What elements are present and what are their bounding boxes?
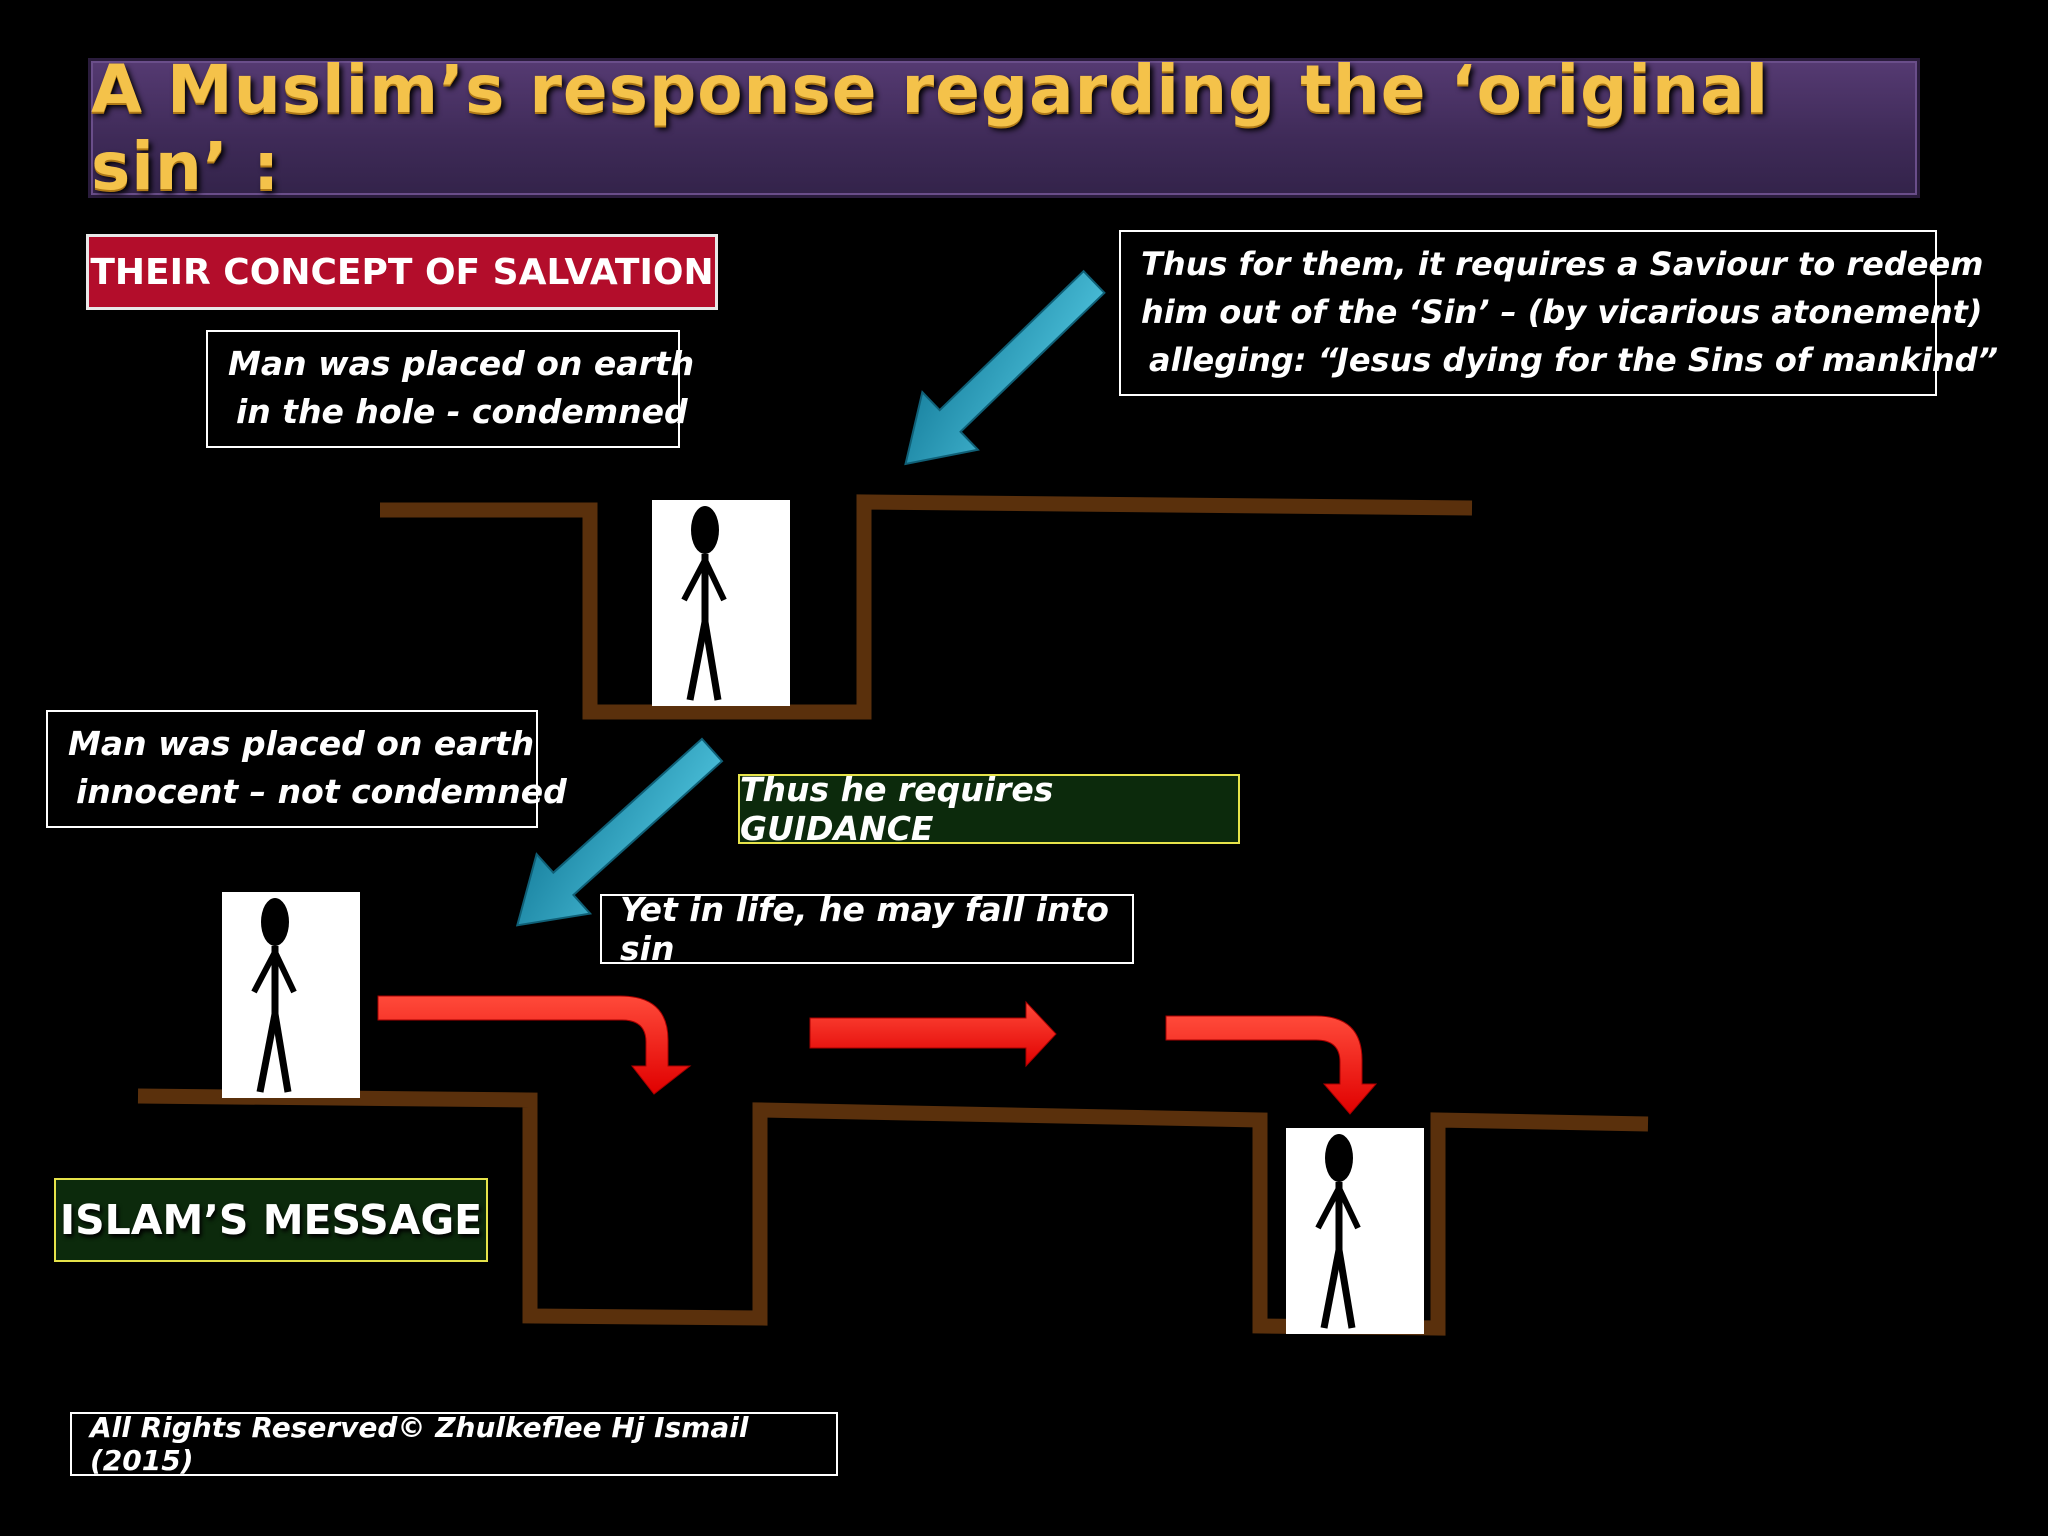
innocent-line-2: innocent – not condemned [76, 772, 567, 811]
condemned-textbox: Man was placed on earth in the hole - co… [206, 330, 695, 448]
red-right-arrow-icon [809, 1000, 1057, 1068]
fall-into-sin-textbox: Yet in life, he may fall into sin [600, 890, 1134, 968]
stick-figure-icon-fallen [1286, 1128, 1424, 1334]
innocent-textbox: Man was placed on earth innocent – not c… [46, 710, 567, 828]
red-curved-arrow-icon-2 [1165, 1015, 1378, 1115]
concept-of-salvation-label: THEIR CONCEPT OF SALVATION [86, 234, 718, 310]
guidance-label: Thus he requires GUIDANCE [738, 770, 1240, 848]
islam-message-label: ISLAM’S MESSAGE [54, 1178, 488, 1262]
condemned-line-2: in the hole - condemned [236, 392, 688, 431]
blue-down-left-arrow-icon-upper [904, 269, 1106, 466]
saviour-line-3: alleging: “Jesus dying for the Sins of m… [1149, 341, 1999, 379]
islam-message-text: ISLAM’S MESSAGE [59, 1196, 483, 1244]
upper-ground-with-hole [380, 494, 1473, 720]
concept-of-salvation-text: THEIR CONCEPT OF SALVATION [90, 251, 714, 293]
stick-figure-icon-innocent [222, 892, 360, 1098]
saviour-line-1: Thus for them, it requires a Saviour to … [1141, 245, 1984, 283]
saviour-line-2: him out of the ‘Sin’ – (by vicarious ato… [1141, 293, 1983, 331]
stick-figure-icon-condemned [652, 500, 790, 706]
saviour-textbox: Thus for them, it requires a Saviour to … [1119, 230, 1999, 396]
guidance-text: Thus he requires GUIDANCE [740, 770, 1054, 848]
red-curved-arrow-icon-1 [377, 995, 692, 1095]
lower-ground-with-holes [137, 1088, 1649, 1336]
innocent-line-1: Man was placed on earth [68, 724, 535, 763]
blue-down-left-arrow-icon-lower [515, 737, 724, 927]
condemned-line-1: Man was placed on earth [228, 344, 695, 383]
title-banner: A Muslim’s response regarding the ‘origi… [88, 51, 1920, 205]
page-title: A Muslim’s response regarding the ‘origi… [91, 51, 1770, 205]
copyright-box: All Rights Reserved© Zhulkeflee Hj Ismai… [70, 1411, 838, 1477]
copyright-text: All Rights Reserved© Zhulkeflee Hj Ismai… [90, 1411, 749, 1477]
fall-into-sin-text: Yet in life, he may fall into sin [620, 890, 1109, 968]
